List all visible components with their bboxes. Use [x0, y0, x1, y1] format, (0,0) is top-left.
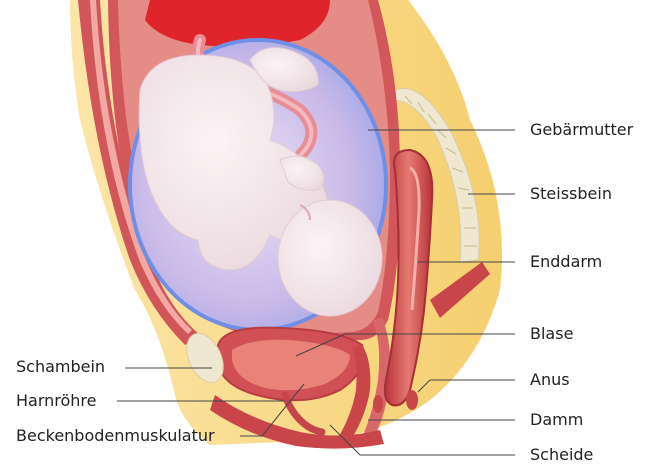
label-beckenbodenmuskulatur: Beckenbodenmuskulatur [16, 427, 215, 445]
label-schambein: Schambein [16, 358, 105, 376]
label-steissbein: Steissbein [530, 185, 612, 203]
label-scheide: Scheide [530, 446, 593, 464]
label-blase: Blase [530, 325, 573, 343]
label-harnroehre: Harnröhre [16, 392, 97, 410]
label-anus: Anus [530, 371, 570, 389]
label-gebaermutter: Gebärmutter [530, 121, 633, 139]
bladder [218, 328, 364, 401]
label-damm: Damm [530, 411, 583, 429]
label-enddarm: Enddarm [530, 253, 602, 271]
